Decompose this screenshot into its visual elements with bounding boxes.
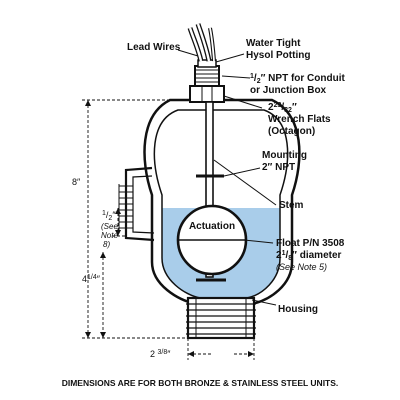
- stem-label: Stem: [279, 200, 304, 211]
- octagon-label: (Octagon): [268, 126, 315, 137]
- wrench-flats-label: Wrench Flats: [268, 114, 331, 125]
- side-port-threads: [118, 184, 133, 232]
- mounting-label: Mounting: [262, 150, 307, 161]
- actuation-label: Actuation: [189, 221, 235, 232]
- port-note-3: 8): [103, 240, 110, 249]
- float-note-label: (See Note 5): [276, 262, 327, 272]
- float-part-label: Float P/N 3508: [276, 238, 345, 249]
- conduit-threads: [195, 69, 219, 83]
- leader-lines: [177, 49, 277, 306]
- conduit-nipple: [194, 65, 220, 87]
- wrench-size-label: 223/32″: [268, 102, 297, 114]
- width-label: 2 3/8″: [150, 349, 171, 359]
- bottom-port: [186, 296, 256, 340]
- hysol-potting-label: Hysol Potting: [246, 50, 310, 61]
- water-tight-label: Water Tight: [246, 38, 301, 49]
- mounting-npt-label: 2″ NPT: [262, 162, 295, 173]
- height-dimension: [82, 99, 186, 339]
- height-total-label: 8″: [72, 177, 81, 187]
- junction-box-label: or Junction Box: [250, 85, 327, 96]
- wrench-flats-hex: [189, 85, 225, 103]
- float-diameter-label: 21/8″ diameter: [276, 250, 342, 262]
- width-dimension: [187, 338, 255, 360]
- lead-wires-label: Lead Wires: [127, 42, 181, 53]
- bottom-port-threads: [186, 303, 256, 335]
- housing-label: Housing: [278, 304, 318, 315]
- stem: [205, 101, 214, 278]
- port-note-1: (See: [101, 222, 118, 231]
- port-note-2: Note: [101, 231, 118, 240]
- lower-height-label: 41/4″: [82, 274, 101, 284]
- port-size-label: 1/2″: [102, 210, 116, 222]
- port-dimension: [112, 208, 126, 237]
- npt-conduit-label: 1/2″ NPT for Conduit: [250, 73, 345, 85]
- footer-note: DIMENSIONS ARE FOR BOTH BRONZE & STAINLE…: [62, 378, 339, 388]
